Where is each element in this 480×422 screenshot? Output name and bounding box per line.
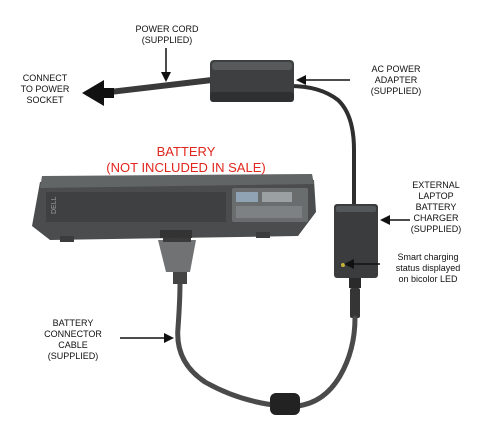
connector-cable [175, 279, 358, 409]
cable-label-line3: CABLE [58, 340, 88, 350]
connect-label-line1: CONNECT [22, 73, 68, 83]
charger-plug [350, 288, 360, 318]
charger-strain-relief [349, 278, 361, 288]
ac-adapter-label: AC POWER ADAPTER (SUPPLIED) [360, 64, 432, 97]
charger-label-line3: BATTERY [415, 202, 457, 212]
battery-label-line1: BATTERY [156, 144, 216, 159]
smart-label-line3: on bicolor LED [398, 274, 458, 284]
cable-label-line1: BATTERY [52, 318, 94, 328]
connector-cable-label: BATTERY CONNECTOR CABLE (SUPPLIED) [36, 318, 110, 362]
connect-label-line3: SOCKET [26, 95, 64, 105]
ac-adapter-label-line3: (SUPPLIED) [370, 86, 422, 96]
power-cord-label: POWER CORD (SUPPLIED) [130, 24, 204, 46]
socket-arrow-shaft [100, 88, 114, 98]
bicolor-led [341, 263, 345, 267]
battery-label: BATTERY (NOT INCLUDED IN SALE) [96, 144, 276, 176]
socket-arrowhead [82, 80, 104, 106]
ac-power-adapter [210, 60, 294, 102]
connect-socket-label: CONNECT TO POWER SOCKET [14, 73, 76, 106]
adapter-to-charger-cord [288, 84, 356, 207]
battery-plug-head [158, 240, 196, 272]
charger-label-line5: (SUPPLIED) [410, 224, 462, 234]
charger-label-line4: CHARGER [413, 213, 459, 223]
external-charger [334, 204, 378, 278]
charger-label-line2: LAPTOP [418, 191, 454, 201]
smart-label-line1: Smart charging [397, 252, 459, 262]
ferrite-core [270, 393, 300, 415]
cable-label-line2: CONNECTOR [44, 329, 102, 339]
battery-plug-neck [173, 270, 187, 284]
ac-adapter-label-line2: ADAPTER [374, 75, 418, 85]
battery-label-line2: (NOT INCLUDED IN SALE) [106, 160, 266, 175]
laptop-battery: DELL [32, 174, 316, 242]
power-cord [107, 77, 215, 95]
smart-label-line2: status displayed [395, 263, 461, 273]
connect-label-line2: TO POWER [20, 84, 70, 94]
battery-brand-text: DELL [51, 196, 58, 214]
charger-label-line1: EXTERNAL [412, 180, 460, 190]
smart-charging-label: Smart charging status displayed on bicol… [382, 252, 474, 285]
external-charger-label: EXTERNAL LAPTOP BATTERY CHARGER (SUPPLIE… [404, 180, 468, 235]
pointer-arrows [120, 48, 410, 343]
power-cord-label-line2: (SUPPLIED) [141, 35, 193, 45]
power-cord-label-line1: POWER CORD [135, 24, 199, 34]
cable-label-line4: (SUPPLIED) [47, 351, 99, 361]
ac-adapter-label-line1: AC POWER [371, 64, 421, 74]
